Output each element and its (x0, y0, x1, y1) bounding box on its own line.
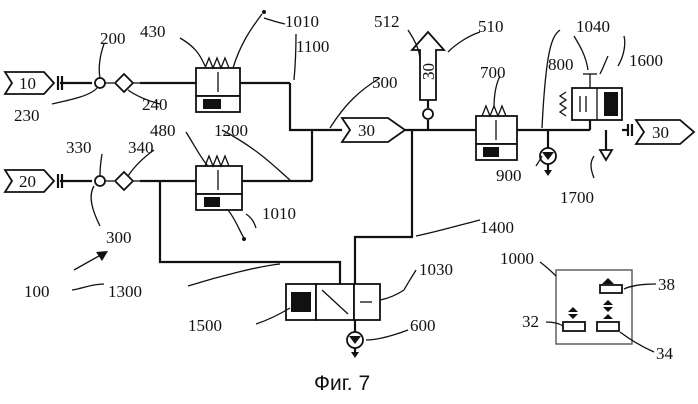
label-1100: 1100 (296, 37, 329, 56)
label-500: 500 (372, 73, 398, 92)
label-200: 200 (100, 29, 126, 48)
label-1010-top: 1010 (285, 12, 319, 31)
label-1600: 1600 (629, 51, 663, 70)
label-1400: 1400 (480, 218, 514, 237)
inlet-arrow-20: 20 (5, 170, 54, 192)
valve-1500 (286, 284, 404, 320)
vent-arrow-30-label: 30 (419, 63, 438, 80)
label-700: 700 (480, 63, 506, 82)
label-800: 800 (548, 55, 574, 74)
solenoid-valve-480 (196, 156, 246, 241)
label-330: 330 (66, 138, 92, 157)
label-32: 32 (522, 312, 539, 331)
outlet-arrow-30: 30 (628, 120, 694, 144)
label-1300: 1300 (108, 282, 142, 301)
inlet-couplings (58, 76, 62, 188)
check-filter-200 (95, 74, 140, 92)
figure-caption: Фиг. 7 (314, 372, 370, 395)
inlet-arrow-10: 10 (5, 72, 54, 94)
inlet-arrow-10-label: 10 (19, 74, 36, 93)
check-filter-300 (95, 172, 140, 190)
label-600: 600 (410, 316, 436, 335)
label-1700: 1700 (560, 188, 594, 207)
label-230: 230 (14, 106, 40, 125)
label-340: 340 (128, 138, 154, 157)
label-480: 480 (150, 121, 176, 140)
label-1500: 1500 (188, 316, 222, 335)
system-arrow-100 (74, 251, 108, 270)
label-300: 300 (106, 228, 132, 247)
label-1030: 1030 (419, 260, 453, 279)
check-valve-600 (347, 332, 363, 358)
check-valve-900 (540, 148, 556, 176)
label-430: 430 (140, 22, 166, 41)
label-100: 100 (24, 282, 50, 301)
label-1200: 1200 (214, 121, 248, 140)
label-1040: 1040 (576, 17, 610, 36)
main-flow-arrow-30: 30 (342, 118, 405, 142)
inlet-arrow-20-label: 20 (19, 172, 36, 191)
label-38: 38 (658, 275, 675, 294)
label-240: 240 (142, 95, 168, 114)
label-900: 900 (496, 166, 522, 185)
label-1000: 1000 (500, 249, 534, 268)
label-512: 512 (374, 12, 400, 31)
solenoid-valve-700 (476, 106, 517, 160)
main-flow-arrow-30-label: 30 (358, 121, 375, 140)
solenoid-valve-430 (196, 10, 266, 112)
exhaust-1700 (600, 150, 612, 160)
outlet-arrow-30-label: 30 (652, 123, 669, 142)
label-510: 510 (478, 17, 504, 36)
label-1010-bottom: 1010 (262, 204, 296, 223)
label-34: 34 (656, 344, 674, 363)
